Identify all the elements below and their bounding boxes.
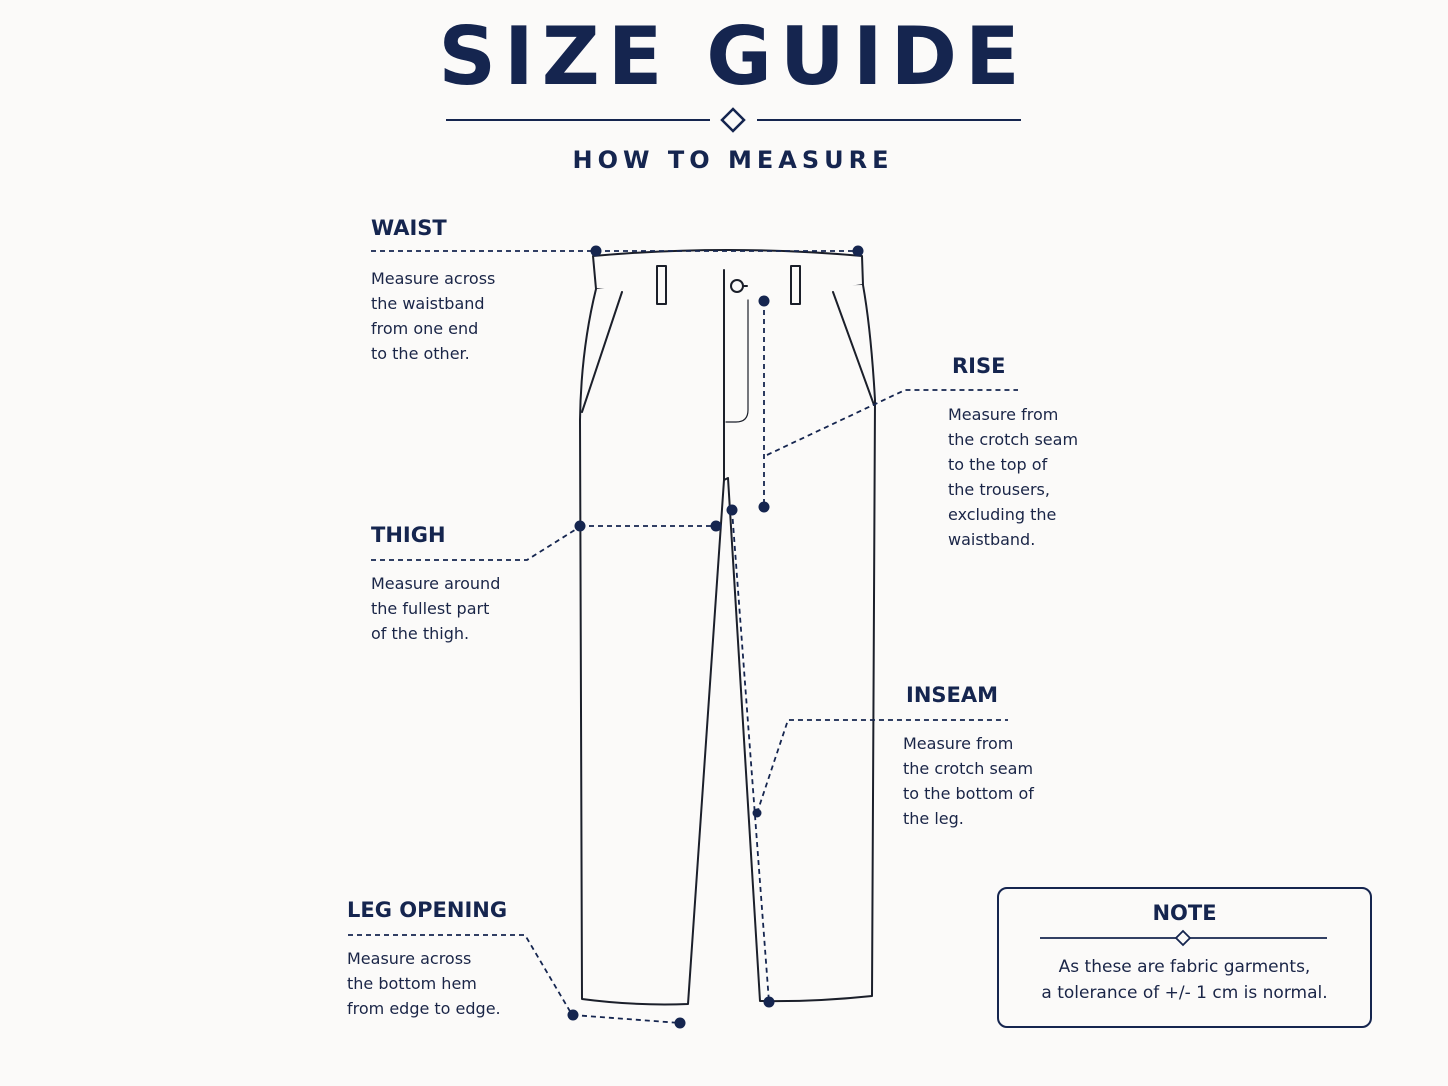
diamond-outline-icon [1174,929,1192,947]
note-divider [1040,929,1327,947]
waist-description-line: the waistband [371,294,485,313]
waist-description-line: to the other. [371,344,470,363]
leg-opening-description-line: the bottom hem [347,974,477,993]
rise-description-line: the trousers, [948,480,1050,499]
thigh-description-line: of the thigh. [371,624,470,643]
inseam-label: INSEAM [906,683,999,707]
rise-description-line: to the top of [948,455,1048,474]
leg-opening-leader-line [348,934,572,1014]
rise-point-top [758,295,770,307]
thigh-leader-line [371,527,579,561]
thigh-label: THIGH [371,523,446,547]
trousers-outline-icon [579,249,876,1006]
inseam-description-line: the crotch seam [903,759,1034,778]
note-text-line: a tolerance of +/- 1 cm is normal. [1041,983,1328,1003]
rise-description-line: waistband. [948,530,1036,549]
waist-description-line: from one end [371,319,479,338]
rise-description-line: Measure from [948,405,1059,424]
inseam-leader-line [756,719,1008,814]
thigh-point-right [710,520,722,532]
page-title: SIZE GUIDE [438,10,1028,103]
note-box: NOTE As these are fabric garments, a tol… [997,887,1372,1028]
thigh-description-line: Measure around [371,574,501,593]
inseam-leader-point [752,808,762,818]
waist-description: Measure across the waistband from one en… [371,266,495,366]
page-subtitle: HOW TO MEASURE [572,146,894,174]
inseam-description-line: to the bottom of [903,784,1034,803]
leg-opening-point-right [674,1017,686,1029]
rise-point-bottom [758,501,770,513]
waist-point-right [852,245,864,257]
rise-description-line: the crotch seam [948,430,1079,449]
rise-description-line: excluding the [948,505,1057,524]
leg-opening-point-left [567,1009,579,1021]
waist-label: WAIST [371,216,447,240]
waist-point-left [590,245,602,257]
inseam-point-top [726,504,738,516]
inseam-description-line: Measure from [903,734,1014,753]
thigh-description-line: the fullest part [371,599,490,618]
leg-opening-measure-line [572,1014,681,1024]
rise-leader-line [766,389,1018,456]
thigh-point-left [574,520,586,532]
inseam-point-bottom [763,996,775,1008]
note-text: As these are fabric garments, a toleranc… [999,954,1370,1006]
measurement-points [567,245,864,1029]
inseam-description-line: the leg. [903,809,964,828]
note-title: NOTE [1152,901,1217,925]
rise-label: RISE [952,354,1006,378]
measurement-guides [348,250,1018,1024]
inseam-measure-line [731,509,770,1003]
diamond-outline-icon [720,107,746,133]
leg-opening-description: Measure across the bottom hem from edge … [347,946,501,1021]
leg-opening-description-line: from edge to edge. [347,999,501,1018]
inseam-description: Measure from the crotch seam to the bott… [903,731,1034,831]
waist-description-line: Measure across [371,269,496,288]
leg-opening-label: LEG OPENING [347,898,508,922]
thigh-description: Measure around the fullest part of the t… [371,571,500,646]
note-text-line: As these are fabric garments, [1058,957,1311,977]
leg-opening-description-line: Measure across [347,949,472,968]
rise-description: Measure from the crotch seam to the top … [948,402,1078,552]
header-divider [446,107,1021,133]
